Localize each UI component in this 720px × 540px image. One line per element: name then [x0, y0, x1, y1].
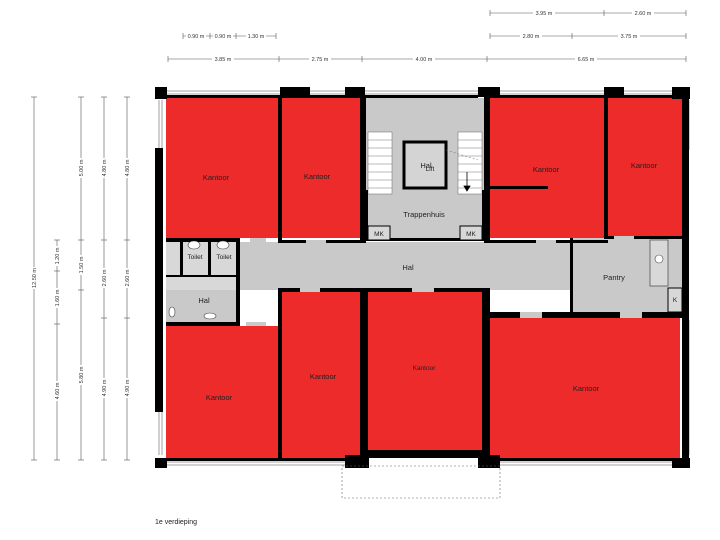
dim-label: 3.75 m [621, 34, 638, 40]
dim-label: 1.20 m [55, 247, 61, 264]
room-label-kantoor: Kantoor [304, 172, 331, 181]
dimension-lines-left [31, 96, 130, 461]
dim-label: 4.60 m [55, 382, 61, 399]
room-label-toilet: Toilet [216, 254, 231, 261]
dim-label: 4.80 m [102, 159, 108, 176]
room-label-hal: Hal [420, 161, 432, 170]
dim-label: 4.90 m [102, 379, 108, 396]
room-label-kantoor: Kantoor [631, 161, 658, 170]
fixtures [168, 240, 664, 320]
dim-label: 1.60 m [55, 289, 61, 306]
floor-caption: 1e verdieping [155, 519, 198, 526]
dim-label: 1.50 m [79, 256, 85, 273]
dim-label: 12.50 m [32, 268, 38, 288]
offices [166, 98, 682, 458]
dim-label: 4.90 m [125, 379, 131, 396]
room-label-hal: Hal [198, 296, 210, 305]
room-label-trappenhuis: Trappenhuis [403, 210, 445, 219]
walls [155, 87, 690, 468]
dim-label: 2.60 m [125, 269, 131, 286]
dim-label: 5.00 m [79, 159, 85, 176]
balcony-outline [341, 465, 501, 499]
lift-shaft [402, 140, 448, 190]
room-label-kantoor: Kantoor [203, 173, 230, 182]
dashed-line [445, 149, 479, 161]
dim-label: 0.90 m [215, 34, 232, 40]
dimension-labels-left: 12.50 m 1.20 m 1.60 m 4.60 m 5.00 m 1.50… [30, 158, 131, 401]
dimension-lines-top [167, 10, 687, 62]
room-label-kantoor: Kantoor [573, 384, 600, 393]
room-label-kantoor: Kantoor [310, 372, 337, 381]
dim-label: 0.90 m [188, 34, 205, 40]
room-label-pantry: Pantry [603, 273, 625, 282]
room-label-mk: MK [466, 231, 476, 238]
room-label-kantoor: Kantoor [413, 365, 437, 372]
room-label-hal: Hal [402, 263, 414, 272]
room-label-mk: MK [374, 231, 384, 238]
dim-label: 6.65 m [578, 57, 595, 63]
circulation-areas [166, 98, 686, 322]
room-label-kantoor: Kantoor [206, 393, 233, 402]
dim-label: 3.95 m [536, 11, 553, 17]
stair-treads [368, 139, 482, 189]
dim-label: 5.80 m [79, 366, 85, 383]
door-openings [246, 236, 642, 326]
dim-label: 2.60 m [102, 269, 108, 286]
dim-label: 2.75 m [312, 57, 329, 63]
room-label-kantoor: Kantoor [533, 165, 560, 174]
dim-label: 2.60 m [635, 11, 652, 17]
stair-arrow-icon [463, 172, 471, 192]
dim-label: 4.80 m [125, 159, 131, 176]
room-label-k: K [673, 297, 678, 304]
dim-label: 4.00 m [416, 57, 433, 63]
room-label-lift: Lift [426, 166, 435, 173]
room-labels: Kantoor Kantoor Kantoor Kantoor Hal Lift… [187, 161, 677, 402]
room-label-toilet: Toilet [187, 254, 202, 261]
dim-label: 2.80 m [523, 34, 540, 40]
dim-label: 3.85 m [215, 57, 232, 63]
dim-label: 1.30 m [248, 34, 265, 40]
dimension-labels-top: 3.95 m 2.60 m 0.90 m 0.90 m 1.30 m 2.80 … [186, 9, 654, 63]
